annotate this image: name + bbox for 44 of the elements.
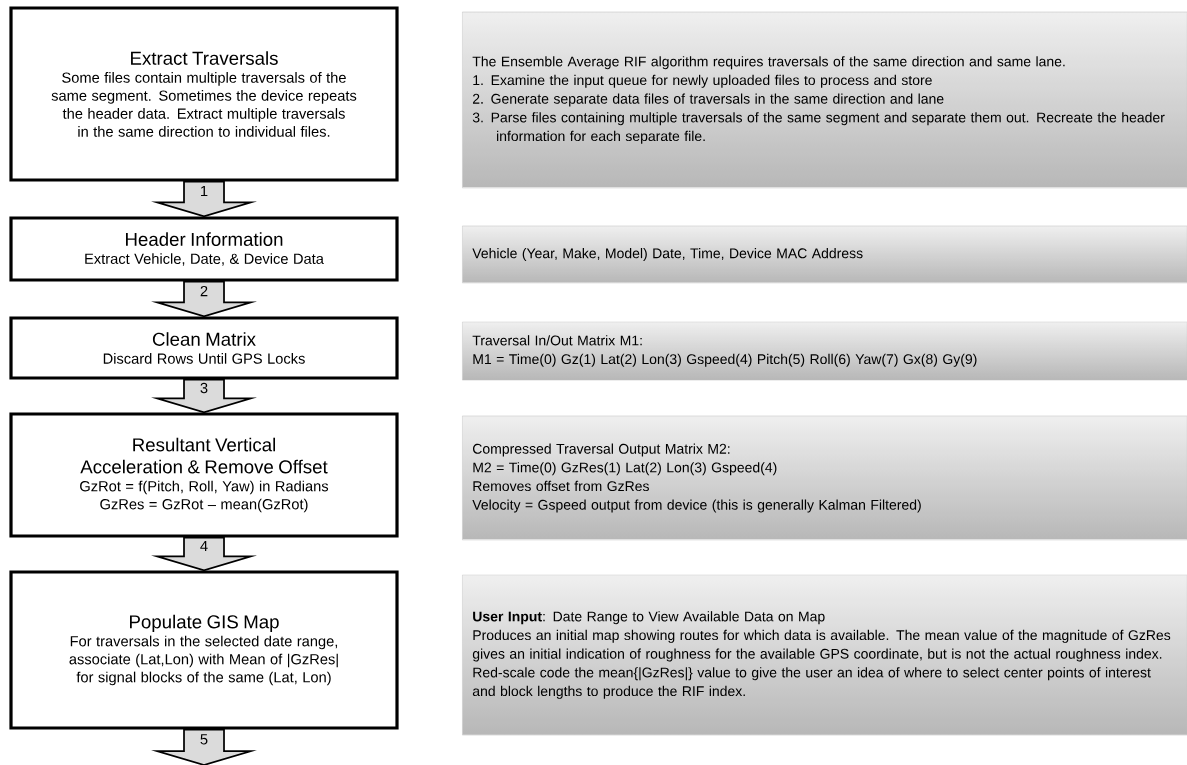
note-text: M1 = Time(0) Gz(1) Lat(2) Lon(3) Gspeed(4) Pitch(5) Roll(6) Yaw(7) Gx(8) Gy(9) [473, 353, 977, 367]
box-text: GzRes = GzRot – mean(GzRot) [100, 498, 308, 513]
block-arrow [151, 378, 257, 414]
box-text: Discard Rows Until GPS Locks [103, 353, 305, 364]
note-text: The Ensemble Average RIF algorithm requires traversals of the same direction and same lane. [472, 56, 1065, 70]
box-text: GzRot = f(Pitch, Roll, Yaw) in Radians [80, 480, 329, 495]
box-title: Resultant Vertical Acceleration & Remove Offset [80, 437, 328, 474]
note-box [462, 415, 1187, 541]
note-text: M2 = Time(0) GzRes(1) Lat(2) Lon(3) Gspeed(4) [473, 462, 777, 476]
box-title: Header Information [126, 232, 283, 246]
edge-label: 3 [200, 382, 208, 394]
process-box [9, 570, 399, 730]
note-text: User Input: Date Range to View Available Data on Map [473, 611, 825, 625]
note-text: 1. Examine the input queue for newly uploaded files to process and store [473, 74, 932, 88]
process-box [9, 6, 399, 182]
note-box [462, 11, 1187, 189]
box-text: Some files contain multiple traversals of the same segment. Sometimes the device repeats the header data. Extract multiple traversals in the same direction to individual files. [51, 72, 357, 137]
note-text: Vehicle (Year, Make, Model) Date, Time, Device MAC Address [472, 248, 863, 262]
box-title: Populate GIS Map [130, 614, 279, 633]
box-title: Clean Matrix [152, 332, 256, 346]
block-arrow [151, 728, 257, 765]
box-title: Extract Traversals [131, 51, 278, 65]
block-arrow [151, 180, 257, 218]
process-box [9, 216, 399, 282]
note-text: Produces an initial map showing routes for which data is available. The mean value of the magnitude of GzRes gives an initial indication of roughness for the available GPS coordinate, but is not the actual roughness index. Red-scale code the mean{|GzRes|} value to give the user an idea of where to select center points of interest and block lengths to produce the RIF index. [472, 629, 1171, 699]
note-text: Velocity = Gspeed output from device (this is generally Kalman Filtered) [472, 499, 921, 513]
block-arrow [151, 536, 257, 572]
edge-label: 2 [200, 285, 208, 297]
box-text: For traversals in the selected date range, associate (Lat,Lon) with Mean of |GzRes| for signal blocks of the same (Lat, Lon) [69, 635, 338, 686]
note-box [462, 321, 1187, 381]
note-text: Compressed Traversal Output Matrix M2: [473, 443, 730, 457]
edge-label: 5 [200, 734, 208, 745]
note-box [462, 574, 1187, 736]
edge-label: 1 [201, 185, 208, 197]
note-text: 3. Parse files containing multiple traversals of the same segment and separate them out. Recreate the header information for each separate file. [472, 112, 1165, 144]
note-text: Traversal In/Out Matrix M1: [472, 335, 642, 346]
process-box [9, 412, 399, 538]
box-text: Extract Vehicle, Date, & Device Data [85, 253, 324, 266]
process-box [9, 316, 399, 380]
block-arrow [151, 280, 257, 318]
edge-label: 4 [200, 540, 208, 552]
note-box [462, 225, 1187, 284]
note-text: 2. Generate separate data files of traversals in the same direction and lane [473, 93, 944, 107]
note-text: Removes offset from GzRes [473, 480, 649, 492]
